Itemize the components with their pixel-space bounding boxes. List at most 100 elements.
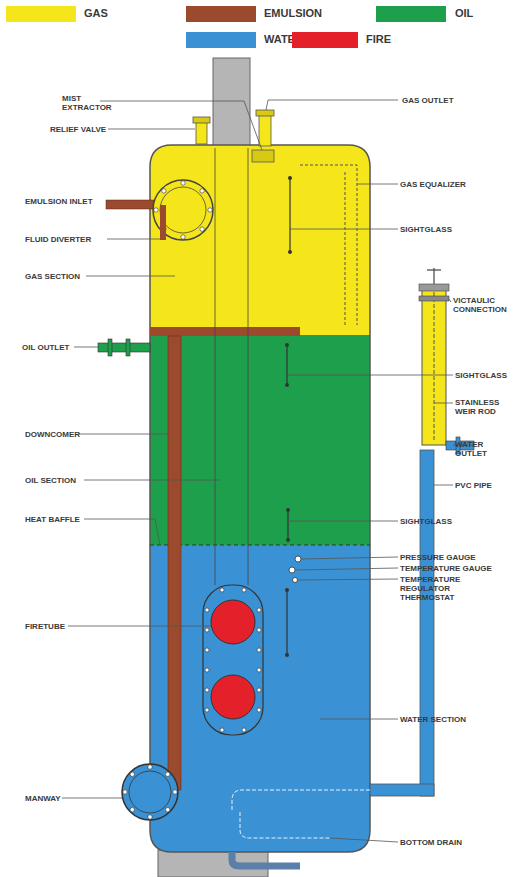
sightglass	[287, 510, 288, 540]
part-label: SIGHTGLASS	[400, 225, 500, 234]
manway-flange	[166, 772, 170, 776]
vessel-shell	[150, 145, 370, 852]
legend-text: OIL	[455, 7, 473, 20]
oil-outlet-pipe	[98, 343, 150, 352]
inlet-flange	[160, 187, 206, 233]
firetube-flange	[257, 648, 261, 652]
leader-lines	[298, 579, 399, 580]
part-label: EMULSION INLET	[25, 197, 115, 206]
downcomer-pipe	[168, 336, 181, 790]
pvc-pipe	[420, 450, 434, 796]
part-label: TEMPERATURE GAUGE	[400, 564, 510, 573]
leader-lines	[78, 434, 168, 435]
leader-lines	[266, 100, 398, 110]
sightglass	[285, 343, 289, 387]
sightglass	[285, 653, 289, 657]
leader-lines	[107, 201, 112, 202]
sightglass	[288, 176, 292, 254]
gas-zone	[145, 140, 375, 335]
leader-lines	[449, 299, 451, 302]
temperature-gauge	[289, 567, 295, 573]
sightglass	[286, 345, 287, 385]
firetube-flange	[242, 588, 246, 592]
firetube-flange	[203, 585, 263, 735]
leader-lines	[62, 100, 474, 842]
weir-rod	[434, 292, 435, 440]
firetube-flange	[257, 708, 261, 712]
inlet-flange	[154, 208, 158, 212]
leader-lines	[301, 557, 398, 559]
weir-column	[422, 290, 446, 445]
part-label: BOTTOM DRAIN	[400, 838, 500, 847]
part-label: SIGHTGLASS	[400, 517, 500, 526]
part-label: STAINLESS WEIR ROD	[455, 398, 510, 416]
firetube-flange	[205, 708, 209, 712]
firetube-flange	[257, 608, 261, 612]
sightglass	[286, 508, 290, 512]
legend-text: GAS	[84, 7, 108, 20]
leader-lines	[295, 568, 398, 570]
legend-swatch	[186, 6, 256, 22]
sightglass	[286, 508, 290, 542]
leader-lines	[434, 403, 453, 404]
sightglass	[285, 383, 289, 387]
leader-lines	[84, 519, 160, 545]
oil-outlet-flange	[108, 339, 112, 356]
emulsion-spreader	[150, 327, 300, 336]
sightglass	[289, 178, 290, 252]
part-label: OIL OUTLET	[22, 343, 102, 352]
manway-flange	[130, 772, 134, 776]
part-label: HEAT BAFFLE	[25, 515, 105, 524]
firetube-flange	[242, 728, 246, 732]
firetube-flange	[220, 588, 224, 592]
part-label: WATER SECTION	[400, 715, 500, 724]
gas-outlet	[259, 115, 271, 146]
sightglass	[285, 588, 289, 592]
heat-baffle	[150, 545, 370, 546]
leader-lines	[84, 480, 220, 481]
inlet-flange	[208, 208, 212, 212]
part-label: PVC PIPE	[455, 481, 513, 490]
inlet-flange	[162, 189, 166, 193]
sightglass	[286, 590, 287, 655]
legend-swatch	[292, 32, 358, 48]
vessel-sections	[145, 140, 375, 860]
firetube-fire	[211, 600, 255, 644]
firetube-line	[248, 148, 249, 585]
firetube-flange	[220, 728, 224, 732]
inlet-flange	[200, 189, 204, 193]
part-label: GAS EQUALIZER	[400, 180, 500, 189]
firetube-flange	[203, 585, 263, 735]
part-label: FIRETUBE	[25, 622, 105, 631]
part-label: PRESSURE GAUGE	[400, 553, 510, 562]
inlet-flange	[181, 181, 185, 185]
inlet-flange	[153, 180, 213, 240]
legend-swatch	[186, 32, 256, 48]
mist-extractor	[252, 150, 274, 162]
firetube-flange	[205, 608, 209, 612]
pvc-pipe	[370, 784, 434, 796]
sightglass	[286, 538, 290, 542]
part-label: WATER OUTLET	[455, 440, 513, 458]
part-label: DOWNCOMER	[25, 430, 105, 439]
sightglass	[288, 176, 292, 180]
legend-swatch	[376, 6, 446, 22]
part-label: GAS OUTLET	[402, 96, 502, 105]
part-label: RELIEF VALVE	[50, 125, 130, 134]
relief-valve	[196, 122, 207, 144]
leader-lines	[357, 184, 398, 185]
part-label: TEMPERATURE REGULATOR THERMOSTAT	[400, 575, 475, 602]
part-label: SIGHTGLASS	[455, 371, 513, 380]
part-label: OIL SECTION	[25, 476, 105, 485]
legend-text: FIRE	[366, 33, 391, 46]
pressure-gauge	[295, 556, 301, 562]
firetube-flange	[205, 648, 209, 652]
manway-flange	[130, 808, 134, 812]
weir-cap	[419, 284, 449, 291]
fluid-diverter	[160, 205, 166, 240]
leader-lines	[74, 347, 98, 348]
sightglass	[285, 343, 289, 347]
legend-swatch	[6, 6, 76, 22]
part-label: MIST EXTRACTOR	[62, 94, 117, 112]
